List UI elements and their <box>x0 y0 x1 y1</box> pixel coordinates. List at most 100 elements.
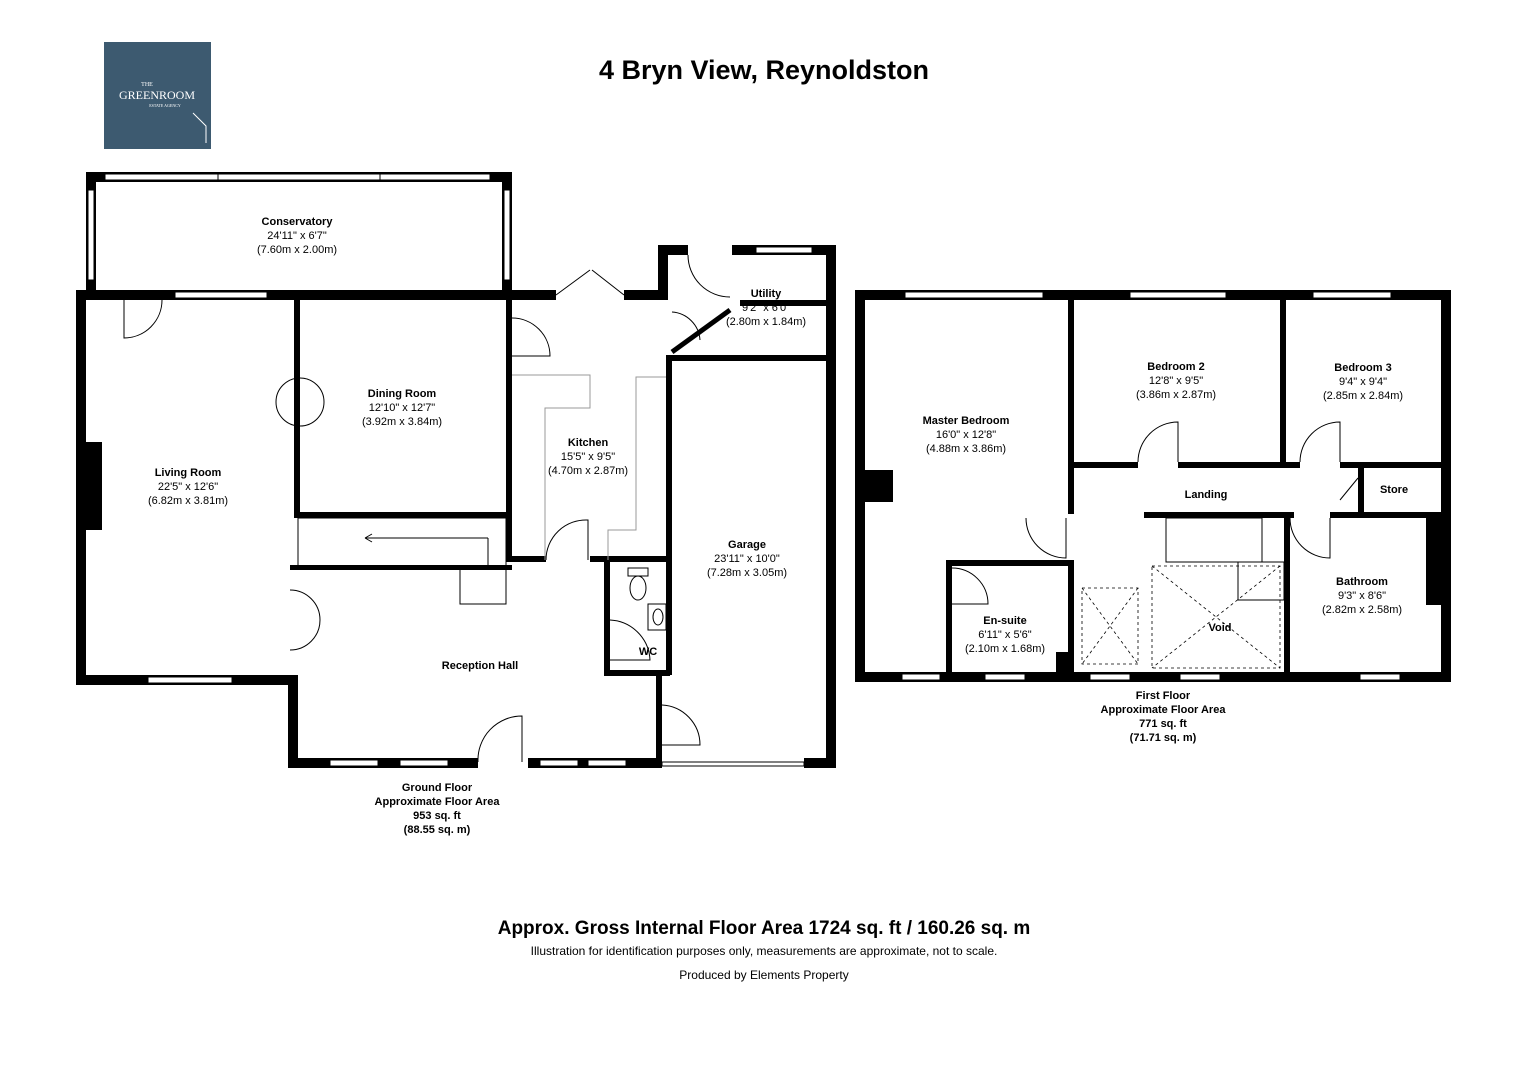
svg-text:Dining Room: Dining Room <box>368 388 437 400</box>
svg-text:(88.55 sq. m): (88.55 sq. m) <box>404 824 471 836</box>
window <box>1179 673 1221 681</box>
room-label-bedroom-2: Bedroom 2 12'8" x 9'5" (3.86m x 2.87m) <box>1136 361 1216 401</box>
basin-icon <box>647 603 667 631</box>
svg-text:Ground Floor: Ground Floor <box>402 782 473 794</box>
window <box>904 291 1044 299</box>
svg-text:Bedroom 2: Bedroom 2 <box>1147 361 1204 373</box>
svg-text:Conservatory: Conservatory <box>262 216 334 228</box>
svg-text:23'11" x 10'0": 23'11" x 10'0" <box>714 553 780 565</box>
svg-text:Garage: Garage <box>728 539 766 551</box>
logo-background <box>104 42 211 149</box>
svg-text:16'0" x 12'8": 16'0" x 12'8" <box>936 429 996 441</box>
wall <box>590 556 670 562</box>
wall <box>804 758 836 768</box>
window <box>1089 673 1131 681</box>
svg-text:(4.88m x 3.86m): (4.88m x 3.86m) <box>926 443 1006 455</box>
wall <box>1426 515 1441 605</box>
wall <box>1068 300 1074 514</box>
logo-prefix: THE <box>141 82 153 88</box>
window <box>984 673 1026 681</box>
wall <box>656 676 662 768</box>
window <box>399 759 449 767</box>
svg-text:9'3" x 8'6": 9'3" x 8'6" <box>1338 590 1386 602</box>
wall <box>1056 652 1074 672</box>
wall <box>1178 462 1300 468</box>
window <box>587 759 627 767</box>
window <box>1359 673 1401 681</box>
room-label-utility: Utility 9'2" x 6'0" (2.80m x 1.84m) <box>726 288 806 328</box>
svg-text:22'5" x 12'6": 22'5" x 12'6" <box>158 481 218 493</box>
room-label-store: Store <box>1380 484 1408 496</box>
window <box>104 173 491 181</box>
wall <box>604 562 610 675</box>
svg-text:953 sq. ft: 953 sq. ft <box>413 810 461 822</box>
svg-text:(3.92m x 3.84m): (3.92m x 3.84m) <box>362 416 442 428</box>
room-label-dining-room: Dining Room 12'10" x 12'7" (3.92m x 3.84… <box>362 388 442 428</box>
wall <box>294 300 300 512</box>
wall <box>855 672 1451 682</box>
window <box>901 673 941 681</box>
svg-text:Living Room: Living Room <box>155 467 222 479</box>
room-label-kitchen: Kitchen 15'5" x 9'5" (4.70m x 2.87m) <box>548 437 628 477</box>
svg-text:12'10" x 12'7": 12'10" x 12'7" <box>369 402 436 414</box>
svg-text:First Floor: First Floor <box>1136 690 1191 702</box>
wall <box>946 560 952 672</box>
disclaimer: Illustration for identification purposes… <box>531 944 998 958</box>
svg-text:Kitchen: Kitchen <box>568 437 609 449</box>
garage-door <box>661 761 805 767</box>
wall <box>946 560 1074 566</box>
wall <box>624 290 668 300</box>
svg-text:24'11" x 6'7": 24'11" x 6'7" <box>267 230 327 242</box>
wall <box>1068 560 1074 672</box>
svg-text:6'11" x 5'6": 6'11" x 5'6" <box>978 629 1031 641</box>
room-label-wc: WC <box>639 646 657 658</box>
wall <box>506 556 546 562</box>
svg-text:9'2" x 6'0": 9'2" x 6'0" <box>742 302 790 314</box>
wall <box>1144 512 1294 518</box>
svg-text:(2.82m x 2.58m): (2.82m x 2.58m) <box>1322 604 1402 616</box>
svg-text:Approximate Floor Area: Approximate Floor Area <box>1101 704 1227 716</box>
svg-text:Bathroom: Bathroom <box>1336 576 1388 588</box>
logo: THE GREENROOM ESTATE AGENCY <box>104 42 211 149</box>
window <box>174 291 268 299</box>
svg-text:Master Bedroom: Master Bedroom <box>923 415 1010 427</box>
svg-text:15'5" x 9'5": 15'5" x 9'5" <box>561 451 615 463</box>
first-floor-plan: Master Bedroom 16'0" x 12'8" (4.88m x 3.… <box>855 290 1451 744</box>
svg-text:(71.71 sq. m): (71.71 sq. m) <box>1130 732 1197 744</box>
room-label-bedroom-3: Bedroom 3 9'4" x 9'4" (2.85m x 2.84m) <box>1323 362 1403 402</box>
window <box>329 759 379 767</box>
wall <box>666 355 826 361</box>
window <box>1312 291 1392 299</box>
void-area <box>1151 565 1281 669</box>
first-floor-area: First Floor Approximate Floor Area 771 s… <box>1101 690 1227 744</box>
staircase <box>1165 517 1285 601</box>
svg-text:(2.10m x 1.68m): (2.10m x 1.68m) <box>965 643 1045 655</box>
door-swings <box>951 421 1359 605</box>
room-label-bathroom: Bathroom 9'3" x 8'6" (2.82m x 2.58m) <box>1322 576 1402 616</box>
wall <box>76 290 556 300</box>
logo-tagline: ESTATE AGENCY <box>149 103 181 108</box>
window <box>755 246 813 254</box>
wall <box>1074 462 1138 468</box>
page-title: 4 Bryn View, Reynoldston <box>599 55 929 85</box>
wall <box>1441 290 1451 682</box>
wall <box>1280 300 1286 464</box>
svg-text:(2.85m x 2.84m): (2.85m x 2.84m) <box>1323 390 1403 402</box>
svg-text:(6.82m x 3.81m): (6.82m x 3.81m) <box>148 495 228 507</box>
door-swings <box>123 254 731 763</box>
wall <box>604 670 670 676</box>
wall <box>288 675 298 768</box>
wall <box>1340 462 1441 468</box>
room-label-en-suite: En-suite 6'11" x 5'6" (2.10m x 1.68m) <box>965 615 1045 655</box>
ground-floor-area: Ground Floor Approximate Floor Area 953 … <box>375 782 501 836</box>
staircase <box>297 517 507 605</box>
room-label-void: Void <box>1208 622 1231 634</box>
kitchen-worktop <box>607 376 666 560</box>
room-label-living-room: Living Room 22'5" x 12'6" (6.82m x 3.81m… <box>148 467 228 507</box>
wall <box>1330 512 1441 518</box>
svg-text:(7.60m x 2.00m): (7.60m x 2.00m) <box>257 244 337 256</box>
svg-text:(3.86m x 2.87m): (3.86m x 2.87m) <box>1136 389 1216 401</box>
room-label-garage: Garage 23'11" x 10'0" (7.28m x 3.05m) <box>707 539 787 579</box>
